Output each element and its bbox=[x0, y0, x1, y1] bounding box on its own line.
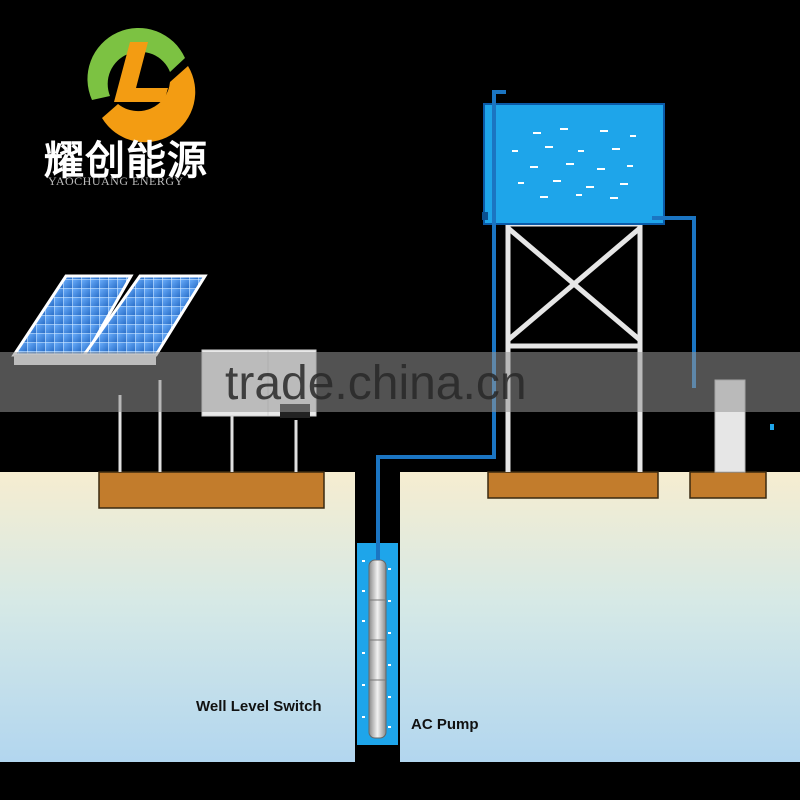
logo-letter-l bbox=[114, 42, 168, 102]
label-ac-pump: AC Pump bbox=[411, 716, 479, 733]
label-well-level-switch: Well Level Switch bbox=[196, 698, 322, 715]
tank-water-ripples bbox=[512, 128, 636, 199]
ground-bottom-border bbox=[0, 762, 800, 800]
brand-logo bbox=[87, 27, 196, 143]
logo-orange-arc bbox=[102, 66, 196, 143]
watermark-text: trade.china.cn bbox=[225, 357, 527, 410]
inlet-pipe bbox=[376, 90, 506, 560]
logo-green-arc bbox=[87, 27, 185, 100]
solar-foundation bbox=[98, 471, 325, 509]
tap-foundation bbox=[689, 471, 767, 499]
brand-chinese-name: 耀创能源 bbox=[44, 138, 208, 184]
brand-english-name: YAOCHUANG ENERGY bbox=[48, 174, 184, 188]
outlet-pipe bbox=[652, 216, 696, 388]
water-pipes bbox=[376, 90, 696, 560]
watermark-band bbox=[0, 352, 800, 412]
water-tower-frame bbox=[505, 221, 643, 472]
tank-level-sensor bbox=[482, 212, 488, 220]
well-bubbles bbox=[362, 560, 391, 728]
tower-foundation bbox=[487, 471, 659, 499]
ac-pump bbox=[368, 559, 387, 739]
